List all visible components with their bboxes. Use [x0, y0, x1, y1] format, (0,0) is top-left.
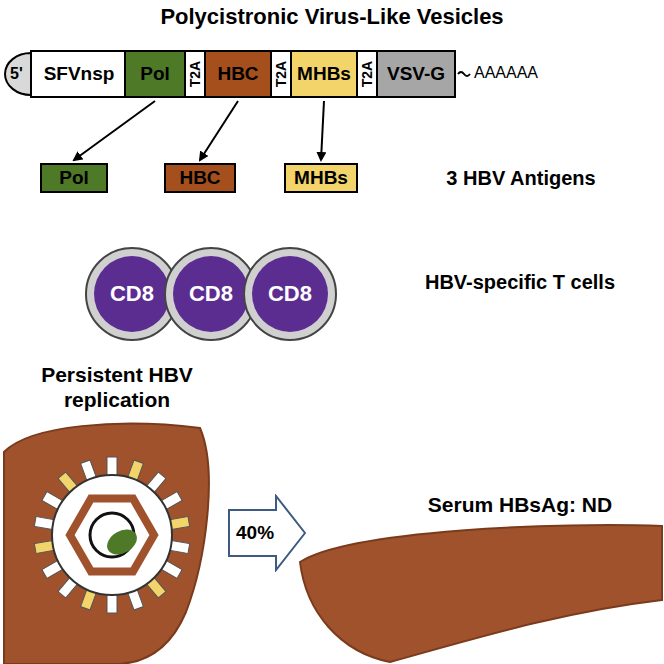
node-text: CD8 — [268, 281, 312, 307]
node-text: MHBs — [297, 63, 351, 85]
hbv-virion — [34, 457, 189, 613]
t2a-box: T2A — [270, 50, 292, 98]
serum-label: Serum HBsAg: ND — [380, 492, 660, 517]
antigen-box: Pol — [40, 163, 108, 193]
node-text: Pol — [59, 167, 89, 189]
node-text: VSV-G — [387, 63, 445, 85]
node-text: MHBs — [294, 167, 348, 189]
poly-a-tail-line — [458, 72, 470, 76]
title: Polycistronic Virus-Like Vesicles — [0, 4, 664, 30]
node-text: T2A — [187, 61, 203, 87]
gene-box: Pol — [124, 50, 186, 98]
gene-box: MHBs — [290, 50, 358, 98]
connector-arrow — [200, 101, 238, 160]
node-text: T2A — [273, 61, 289, 87]
connector-arrow — [74, 101, 155, 160]
node-text: Pol — [140, 63, 170, 85]
node-text: 40% — [236, 522, 274, 544]
node-text: CD8 — [189, 281, 233, 307]
liver — [300, 525, 662, 662]
gene-box: SFVnsp — [30, 50, 128, 98]
cd8-t-cell: CD8 — [242, 246, 338, 342]
gene-box: VSV-G — [376, 50, 456, 98]
antigens-label: 3 HBV Antigens — [386, 166, 656, 190]
five-prime-cap: 5' — [4, 52, 32, 96]
antigen-box: MHBs — [284, 163, 358, 193]
node-text: HBC — [179, 167, 220, 189]
t-cell-label: HBV-specific T cells — [400, 270, 640, 294]
block-arrow: 40% — [228, 494, 306, 572]
gene-box: HBC — [204, 50, 272, 98]
antigen-box: HBC — [164, 163, 236, 193]
node-text: 5' — [10, 65, 23, 83]
connector-arrow — [321, 101, 324, 160]
node-text: SFVnsp — [44, 63, 115, 85]
t2a-box: T2A — [356, 50, 378, 98]
liver — [4, 424, 209, 664]
node-text: T2A — [359, 61, 375, 87]
poly-a-tail: AAAAAA — [474, 64, 538, 82]
t2a-box: T2A — [184, 50, 206, 98]
persistent-label: Persistent HBV replication — [4, 362, 230, 412]
node-text: CD8 — [110, 281, 154, 307]
node-text: HBC — [217, 63, 258, 85]
